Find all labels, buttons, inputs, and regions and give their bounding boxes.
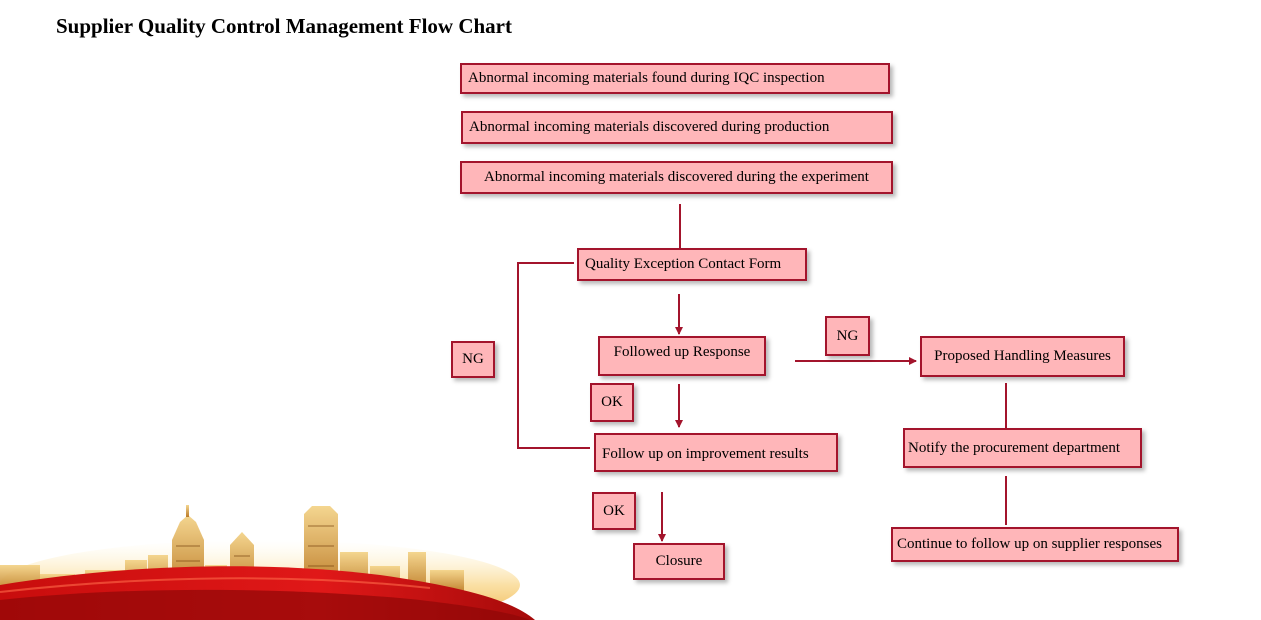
node-experiment-label: Abnormal incoming materials discovered d…	[484, 169, 869, 185]
ng-left-text: NG	[462, 351, 484, 367]
ng-label-left: NG	[451, 341, 495, 378]
ok-label-response: OK	[590, 383, 634, 422]
node-notify-procurement-label: Notify the procurement department	[908, 439, 1121, 456]
node-followed-up-response: Followed up Response	[598, 336, 766, 376]
node-iqc-inspection: Abnormal incoming materials found during…	[460, 63, 890, 94]
node-improvement-results: Follow up on improvement results	[594, 433, 838, 472]
node-followed-up-response-label: Followed up Response	[613, 344, 751, 360]
node-production-label: Abnormal incoming materials discovered d…	[469, 119, 830, 135]
node-handling-measures-label: Proposed Handling Measures	[934, 348, 1111, 364]
node-notify-procurement: Notify the procurement department	[903, 428, 1142, 468]
node-supplier-follow-up-label: Continue to follow up on supplier respon…	[897, 536, 1162, 552]
node-supplier-follow-up: Continue to follow up on supplier respon…	[891, 527, 1179, 562]
ok-label-improvement: OK	[592, 492, 636, 530]
node-improvement-results-label: Follow up on improvement results	[602, 446, 809, 462]
node-closure: Closure	[633, 543, 725, 580]
ng-right-text: NG	[836, 327, 859, 344]
node-contact-form: Quality Exception Contact Form	[577, 248, 807, 281]
node-iqc-inspection-label: Abnormal incoming materials found during…	[468, 70, 825, 86]
ok-improvement-text: OK	[603, 502, 625, 519]
node-experiment: Abnormal incoming materials discovered d…	[460, 161, 893, 194]
ng-label-right: NG	[825, 316, 870, 356]
node-handling-measures: Proposed Handling Measures	[920, 336, 1125, 377]
page-title: Supplier Quality Control Management Flow…	[56, 14, 512, 38]
node-contact-form-label: Quality Exception Contact Form	[585, 256, 782, 272]
node-closure-label: Closure	[655, 553, 703, 569]
connector-ng-loop	[517, 262, 590, 449]
ok-response-text: OK	[601, 394, 623, 410]
node-production: Abnormal incoming materials discovered d…	[461, 111, 893, 144]
